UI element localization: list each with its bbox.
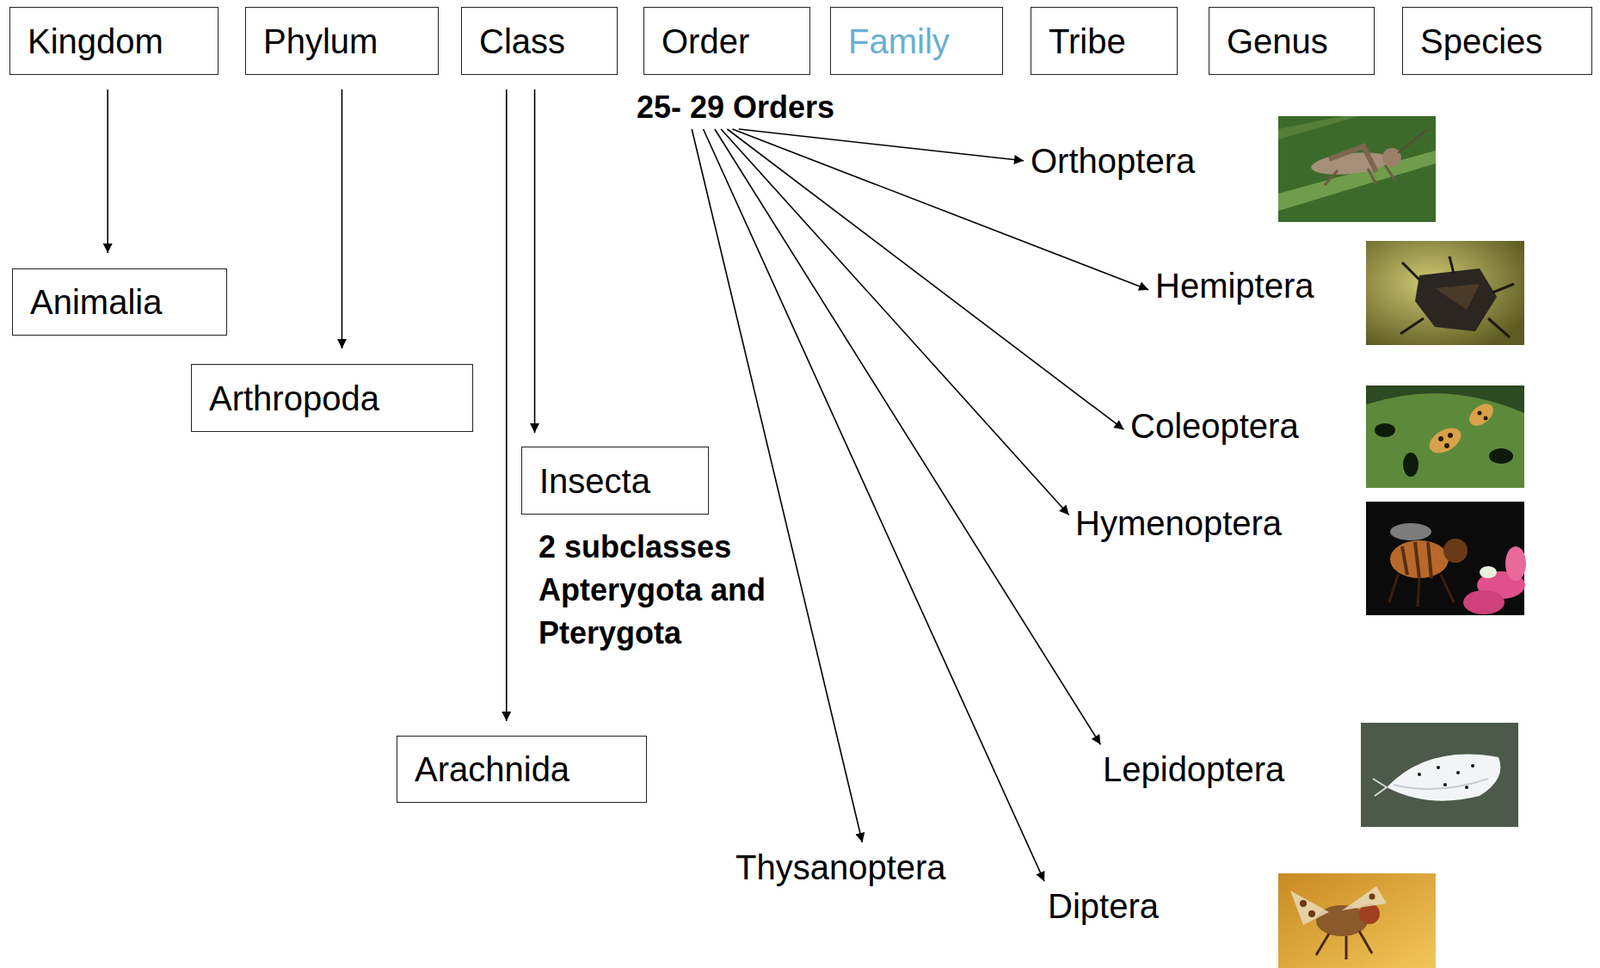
rank-box: Order: [643, 6, 811, 75]
node-text: 25- 29 Orders: [636, 89, 835, 126]
arrow-connector: [106, 89, 109, 253]
taxon-box: Insecta: [521, 446, 709, 515]
order-name: Hymenoptera: [1070, 499, 1287, 547]
taxon-box: Arachnida: [396, 735, 647, 803]
node-text: Tribe: [1048, 21, 1127, 62]
beetle-photo: [1366, 385, 1525, 488]
rank-box: Class: [461, 6, 618, 75]
arrow-connector: [703, 129, 1045, 881]
rank-box: Family: [830, 6, 1004, 75]
fly-photo: [1278, 873, 1436, 968]
rank-box: Genus: [1208, 6, 1375, 75]
arrow-connector: [691, 129, 862, 843]
order-name: Coleoptera: [1125, 402, 1305, 450]
order-name: Orthoptera: [1025, 137, 1200, 185]
rank-box: Tribe: [1030, 6, 1178, 75]
node-text: Arthropoda: [209, 378, 380, 419]
arrow-connector: [505, 89, 508, 721]
order-name: Lepidoptera: [1097, 745, 1290, 793]
node-text: Kingdom: [27, 21, 164, 62]
bee-photo: [1366, 501, 1527, 616]
arrow-connector: [720, 129, 1070, 515]
node-text: Hymenoptera: [1075, 503, 1282, 543]
rank-box: Kingdom: [9, 6, 219, 75]
rank-box: Phylum: [245, 6, 439, 75]
node-text: Lepidoptera: [1102, 749, 1285, 789]
order-name: Hemiptera: [1150, 262, 1320, 309]
arrow-connector: [341, 89, 344, 349]
rank-box: Species: [1402, 6, 1593, 75]
node-text: Family: [848, 21, 950, 62]
arrow-connector: [738, 129, 1024, 161]
node-text: Thysanoptera: [735, 847, 947, 887]
order-count: 25- 29 Orders: [631, 86, 840, 130]
note-label: 2 subclasses Apterygota and Pterygota: [538, 525, 831, 655]
arrow-connector: [534, 89, 536, 433]
node-text: Diptera: [1047, 886, 1159, 926]
taxon-box: Animalia: [12, 268, 228, 336]
node-text: Arachnida: [414, 749, 570, 789]
stink-bug-photo: [1366, 240, 1525, 345]
taxon-box: Arthropoda: [190, 363, 474, 432]
order-name: Diptera: [1042, 882, 1164, 930]
moth-photo: [1360, 722, 1519, 827]
node-text: Genus: [1226, 21, 1329, 62]
node-text: Animalia: [30, 282, 162, 322]
node-text: Insecta: [539, 461, 651, 501]
node-text: Phylum: [263, 21, 378, 62]
node-text: Class: [479, 21, 566, 62]
arrow-connector: [714, 129, 1102, 745]
node-text: Order: [661, 21, 750, 62]
node-text: Coleoptera: [1130, 406, 1299, 446]
node-text: Orthoptera: [1030, 141, 1195, 181]
grasshopper-photo: [1278, 116, 1436, 222]
node-text: Species: [1420, 21, 1543, 62]
order-name: Thysanoptera: [730, 843, 952, 891]
node-text: Hemiptera: [1155, 265, 1315, 306]
